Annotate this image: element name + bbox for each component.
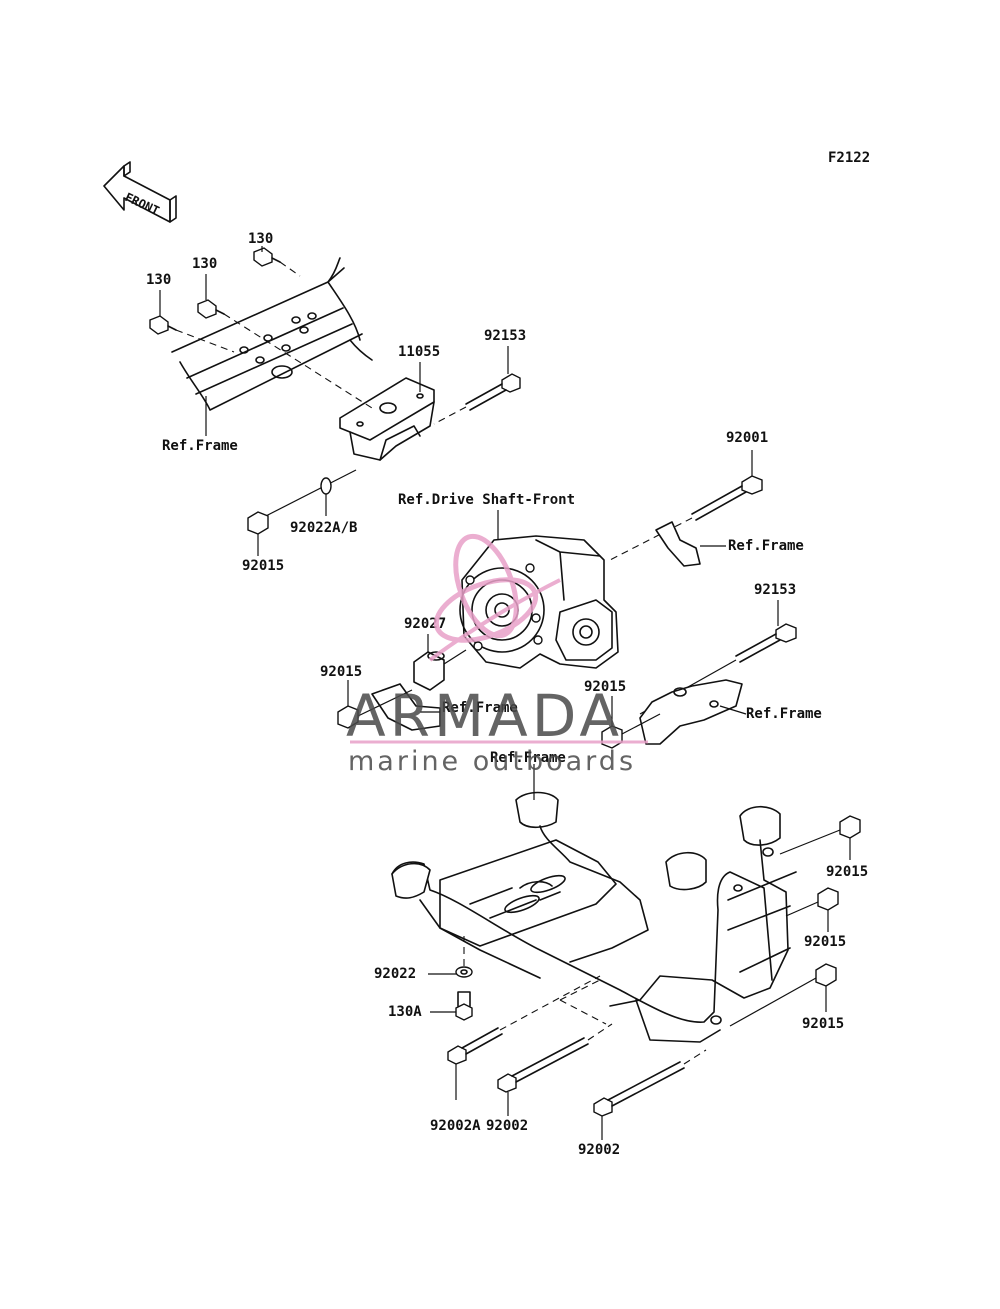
bolt-130-c-icon [253, 247, 281, 267]
watermark-logo-icon [428, 533, 561, 662]
label-92015-e: 92015 [804, 934, 846, 950]
frame-bracket-right-upper [655, 521, 701, 567]
bolt-92002-b-icon [593, 1061, 685, 1117]
label-92015-c: 92015 [584, 679, 626, 695]
nut-92015-a-icon [247, 511, 269, 535]
label-92153-lower: 92153 [754, 582, 796, 598]
frame-bracket-left-mid [371, 683, 441, 731]
nut-92015-f-icon [815, 963, 837, 987]
lower-engine-cradle-frame [391, 791, 797, 1043]
bolt-130-b-icon [197, 299, 225, 319]
label-92001: 92001 [726, 430, 768, 446]
label-92153-upper: 92153 [484, 328, 526, 344]
label-92015-f: 92015 [802, 1016, 844, 1032]
label-92015-a: 92015 [242, 558, 284, 574]
label-130a: 130A [388, 1004, 422, 1020]
bolt-130a-icon [455, 991, 473, 1021]
label-130-b: 130 [192, 256, 217, 272]
label-92022ab: 92022A/B [290, 520, 357, 536]
figure-code: F2122 [828, 150, 870, 166]
front-arrow-icon: FRONT [103, 161, 177, 223]
watermark-tagline: marine outboards [348, 746, 636, 777]
label-92015-b: 92015 [320, 664, 362, 680]
washer-92022-icon [455, 966, 473, 978]
engine-mount-bracket-11055 [339, 377, 435, 461]
bolt-92001-icon [691, 475, 763, 521]
label-ref-frame-1: Ref.Frame [162, 438, 238, 454]
washer-92022ab-icon [320, 477, 332, 495]
bolt-92002-a-icon [497, 1037, 589, 1093]
front-drive-shaft-gearcase [459, 535, 619, 669]
label-ref-frame-2: Ref.Frame [728, 538, 804, 554]
frame-bracket-right-mid [639, 679, 743, 745]
label-92002-b: 92002 [578, 1142, 620, 1158]
label-ref-frame-5: Ref.Frame [490, 750, 566, 766]
upper-frame-member [171, 257, 373, 411]
label-130-c: 130 [248, 231, 273, 247]
bolt-130-a-icon [149, 315, 177, 335]
label-ref-frame-3: Ref.Frame [442, 700, 518, 716]
label-11055: 11055 [398, 344, 440, 360]
label-92015-d: 92015 [826, 864, 868, 880]
label-ref-drive-shaft-front: Ref.Drive Shaft-Front [398, 492, 575, 508]
bolt-92153-lower-icon [735, 623, 797, 663]
label-92002-a: 92002 [486, 1118, 528, 1134]
label-92022: 92022 [374, 966, 416, 982]
label-92002a: 92002A [430, 1118, 481, 1134]
label-ref-frame-4: Ref.Frame [746, 706, 822, 722]
bolt-92002a-icon [447, 1027, 503, 1065]
watermark-brand: ARMADA [346, 682, 623, 750]
watermark: ARMADA marine outboards [346, 533, 648, 777]
label-130-a: 130 [146, 272, 171, 288]
nut-92015-d-icon [839, 815, 861, 839]
nut-92015-e-icon [817, 887, 839, 911]
bolt-92153-upper-icon [433, 373, 521, 425]
